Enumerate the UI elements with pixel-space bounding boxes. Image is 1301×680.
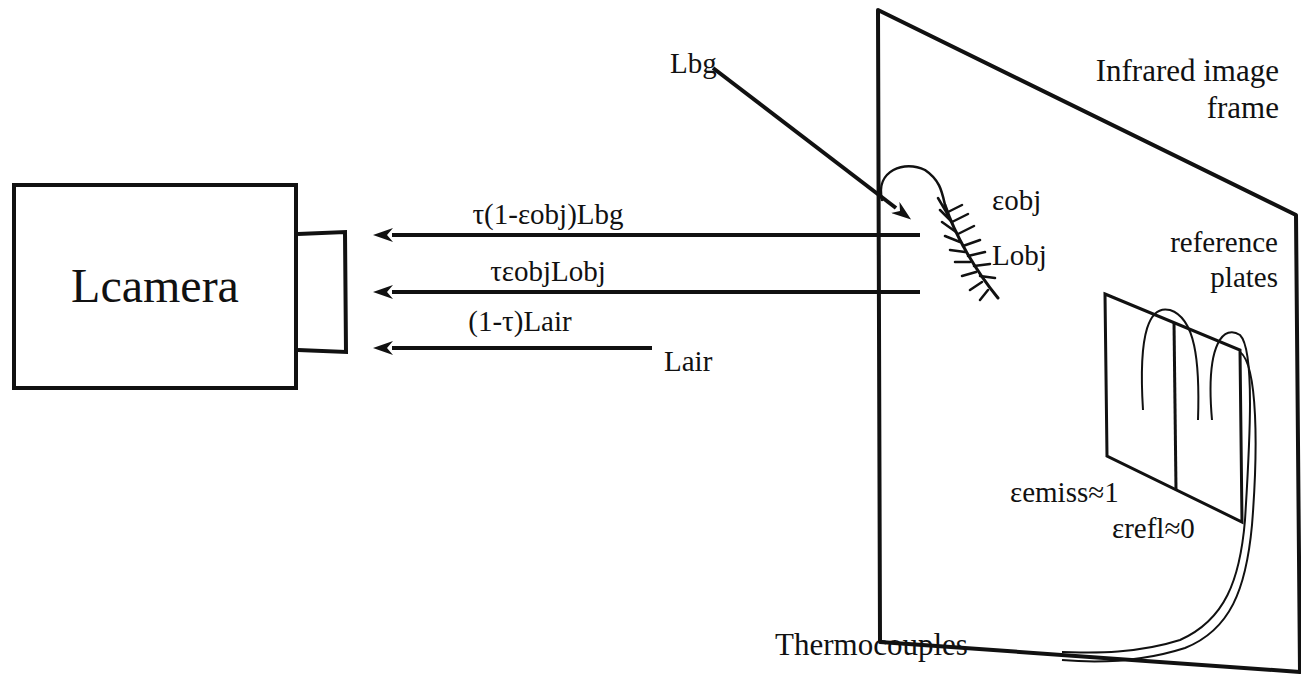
text-label: Lbg (670, 48, 717, 80)
reference-plates (1105, 294, 1242, 522)
radiance-arrow (392, 233, 920, 237)
node-label: reference plates (1108, 225, 1278, 295)
emissivity-label: εemiss≈1 (1010, 477, 1119, 509)
node-label: Lcamera (71, 260, 239, 313)
text-label: εobj (992, 185, 1041, 217)
node-label: Infrared image frame (1079, 52, 1279, 126)
camera-box: Lcamera (12, 183, 298, 390)
edge-label: τ(1-εobj)Lbg (472, 199, 623, 231)
text-label: (1-τ)Lair (468, 306, 571, 338)
text-label: Lobj (992, 240, 1047, 272)
radiance-arrow (392, 290, 920, 294)
edge-label: τεobjLobj (490, 256, 606, 288)
image-frame: Infrared image frame reference plates εemi… (878, 8, 1301, 678)
text-label: Lair (664, 346, 712, 378)
background-ray (713, 68, 896, 208)
emissivity-label: εrefl≈0 (1112, 513, 1195, 545)
image-frame (878, 10, 1300, 672)
camera-lens (298, 232, 346, 352)
reference-plates: reference plates εemiss≈1 εrefl≈0 (1000, 225, 1290, 550)
text-label: Thermocouples (775, 628, 968, 662)
air-ray (392, 346, 652, 350)
